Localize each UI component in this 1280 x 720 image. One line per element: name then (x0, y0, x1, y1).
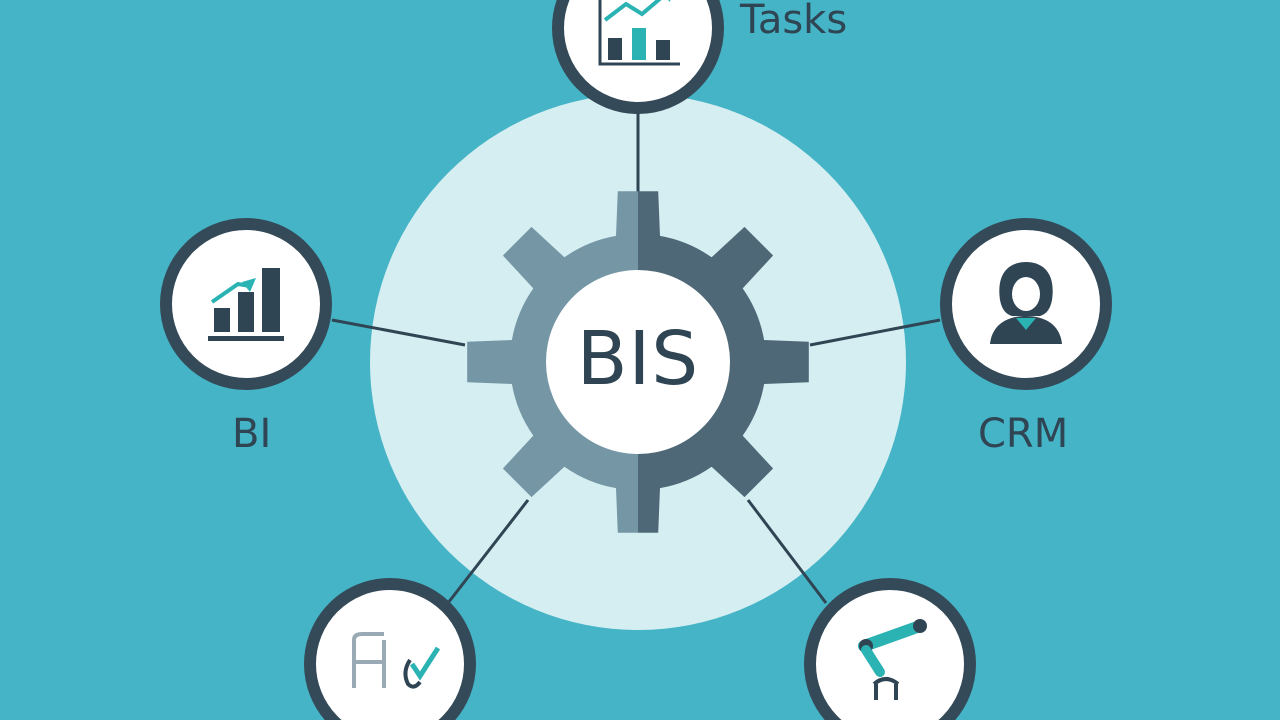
connector-bi (331, 318, 466, 347)
connector-crm (809, 318, 941, 347)
growth-chart-icon (598, 0, 680, 66)
connectors (331, 108, 941, 604)
node-automation[interactable] (804, 578, 976, 720)
hub-center (546, 270, 730, 454)
node-label-bi: BI (232, 411, 272, 457)
document-check-icon (352, 632, 441, 689)
node-bi[interactable] (160, 218, 332, 390)
robot-arm-icon (858, 619, 927, 700)
node-tasks[interactable] (552, 0, 724, 114)
node-label-crm: CRM (978, 411, 1069, 457)
node-docs[interactable] (304, 578, 476, 720)
bar-chart-icon (208, 268, 284, 341)
hub-label: BIS (576, 316, 700, 402)
customer-person-icon (990, 262, 1062, 344)
node-crm[interactable] (940, 218, 1112, 390)
node-label-tasks: Tasks (740, 0, 848, 43)
connector-docs (446, 499, 530, 604)
connector-automation (746, 499, 828, 604)
